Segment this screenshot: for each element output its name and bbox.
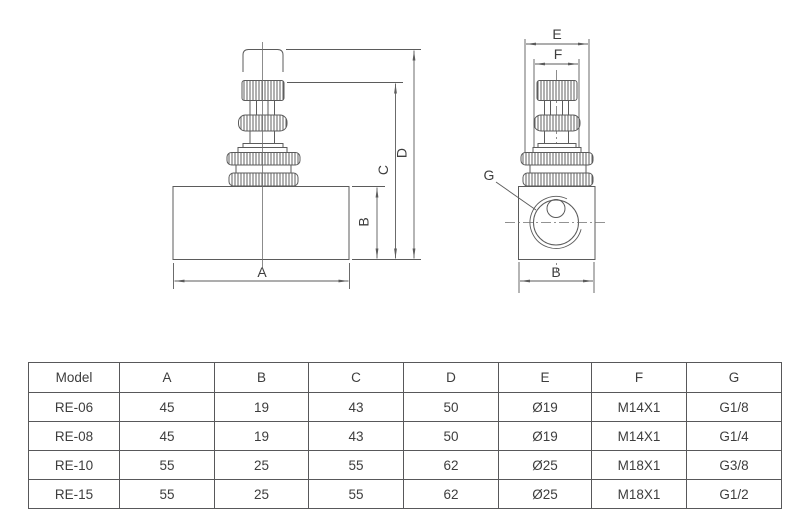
table-cell: RE-15 bbox=[28, 479, 120, 509]
header-cell-e: E bbox=[498, 362, 592, 393]
table-cell: 55 bbox=[119, 450, 215, 480]
mounting-flange bbox=[532, 143, 582, 153]
table-cell: M14X1 bbox=[591, 421, 687, 451]
dim-label-a: A bbox=[257, 264, 267, 280]
table-cell: RE-06 bbox=[28, 392, 120, 422]
header-cell-model: Model bbox=[28, 362, 120, 393]
dim-label-f: F bbox=[554, 46, 563, 62]
table-cell: Ø25 bbox=[498, 479, 592, 509]
table-row-re06: RE-06 45 19 43 50 Ø19 M14X1 G1/8 bbox=[28, 392, 782, 422]
valve-body bbox=[172, 186, 350, 260]
dim-label-c: C bbox=[375, 165, 391, 175]
table-cell: 62 bbox=[403, 479, 499, 509]
table-cell: G3/8 bbox=[686, 450, 782, 480]
table-cell: G1/8 bbox=[686, 392, 782, 422]
table-cell: 25 bbox=[214, 450, 309, 480]
knurled-ring-upper bbox=[520, 152, 594, 166]
table-cell: Ø19 bbox=[498, 421, 592, 451]
knurled-ring-lower bbox=[228, 172, 299, 187]
dim-label-d: D bbox=[394, 148, 410, 158]
header-cell-g: G bbox=[686, 362, 782, 393]
table-cell: 55 bbox=[308, 450, 404, 480]
table-cell: 55 bbox=[308, 479, 404, 509]
side-view: E F G B bbox=[484, 26, 608, 293]
dim-label-e: E bbox=[552, 26, 561, 42]
table-cell: 62 bbox=[403, 450, 499, 480]
header-cell-d: D bbox=[403, 362, 499, 393]
table-cell: 43 bbox=[308, 392, 404, 422]
adjustment-stem bbox=[249, 100, 275, 144]
table-cell: Ø25 bbox=[498, 450, 592, 480]
dimensions-side bbox=[495, 39, 595, 293]
table-cell: 19 bbox=[214, 421, 309, 451]
dim-label-b: B bbox=[356, 217, 372, 226]
table-cell: 25 bbox=[214, 479, 309, 509]
table-cell: RE-08 bbox=[28, 421, 120, 451]
table-header-row: Model A B C D E F G bbox=[28, 362, 782, 393]
table-row-re15: RE-15 55 25 55 62 Ø25 M18X1 G1/2 bbox=[28, 479, 782, 509]
valve-body bbox=[518, 186, 596, 260]
table-cell: Ø19 bbox=[498, 392, 592, 422]
dimensions-front bbox=[173, 49, 421, 289]
table-row-re10: RE-10 55 25 55 62 Ø25 M18X1 G3/8 bbox=[28, 450, 782, 480]
header-cell-b: B bbox=[214, 362, 309, 393]
technical-drawing: A B C D bbox=[172, 26, 608, 293]
orifice-circle bbox=[546, 199, 566, 218]
leader-line-g bbox=[495, 181, 537, 211]
table-cell: M14X1 bbox=[591, 392, 687, 422]
dim-label-g: G bbox=[484, 167, 495, 183]
adjustment-stem bbox=[544, 100, 569, 144]
knurled-knob bbox=[241, 80, 285, 101]
knurled-ring-lower bbox=[522, 172, 594, 187]
table-cell: 45 bbox=[119, 421, 215, 451]
table-cell: 55 bbox=[119, 479, 215, 509]
table-cell: G1/4 bbox=[686, 421, 782, 451]
front-view: A B C D bbox=[172, 42, 421, 289]
table-cell: 19 bbox=[214, 392, 309, 422]
table-cell: RE-10 bbox=[28, 450, 120, 480]
adjustment-cap bbox=[242, 49, 284, 72]
lock-nut bbox=[533, 114, 581, 132]
table-row-re08: RE-08 45 19 43 50 Ø19 M14X1 G1/4 bbox=[28, 421, 782, 451]
table-cell: M18X1 bbox=[591, 479, 687, 509]
dimension-table: Model A B C D E F G RE-06 45 19 43 50 Ø1… bbox=[28, 362, 782, 509]
table-cell: 50 bbox=[403, 421, 499, 451]
header-cell-c: C bbox=[308, 362, 404, 393]
table-cell: G1/2 bbox=[686, 479, 782, 509]
thread-arc bbox=[529, 196, 582, 249]
spacer-ring bbox=[529, 164, 587, 174]
dim-label-b: B bbox=[551, 264, 560, 280]
table-cell: 43 bbox=[308, 421, 404, 451]
spacer-ring bbox=[235, 164, 292, 174]
header-cell-f: F bbox=[591, 362, 687, 393]
header-cell-a: A bbox=[119, 362, 215, 393]
table-cell: 45 bbox=[119, 392, 215, 422]
table-cell: M18X1 bbox=[591, 450, 687, 480]
knurled-ring-upper bbox=[226, 152, 301, 166]
table-cell: 50 bbox=[403, 392, 499, 422]
knurled-knob bbox=[536, 80, 578, 101]
